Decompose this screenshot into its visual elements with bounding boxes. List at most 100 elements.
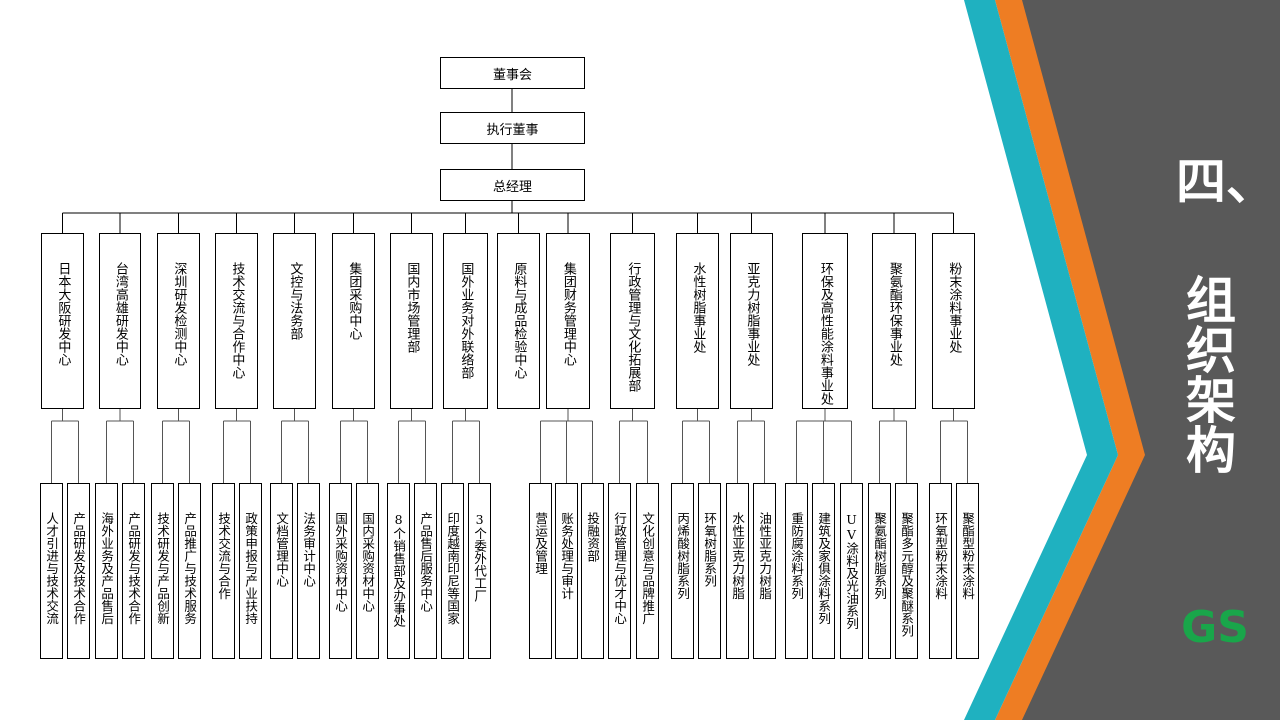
department-node: 深圳研发检测中心 bbox=[157, 233, 200, 409]
department-node: 聚氨酯环保事业处 bbox=[872, 233, 916, 409]
subunit-node: 丙烯酸树脂系列 bbox=[671, 483, 694, 659]
department-node: 水性树脂事业处 bbox=[676, 233, 719, 409]
subunit-node-label: 建筑及家俱涂料系列 bbox=[816, 512, 832, 625]
executive-director-node: 执行董事 bbox=[440, 112, 585, 144]
subunit-node-label: 水性亚克力树脂 bbox=[730, 512, 746, 600]
subunit-node-label: 账务处理与审计 bbox=[559, 512, 575, 600]
subunit-node-label: 重防腐涂料系列 bbox=[789, 512, 805, 600]
subunit-node: 8个销售部及办事处 bbox=[387, 483, 410, 659]
board-node-label: 董事会 bbox=[492, 67, 532, 83]
subunit-node: 技术研发与产品创新 bbox=[151, 483, 174, 659]
subunit-node: 国外采购资材中心 bbox=[329, 483, 352, 659]
subunit-node: 国内采购资材中心 bbox=[356, 483, 379, 659]
department-node-label: 集团采购中心 bbox=[346, 262, 362, 340]
subunit-node-label: 产品推广与技术服务 bbox=[182, 512, 198, 625]
subunit-node: 聚酯型粉末涂料 bbox=[956, 483, 979, 659]
subunit-node: 技术交流与合作 bbox=[212, 483, 235, 659]
department-node: 国外业务对外联络部 bbox=[443, 233, 488, 409]
subunit-node-label: 聚酯多元醇及聚醚系列 bbox=[899, 512, 915, 637]
department-node-label: 原料与成品检验中心 bbox=[511, 262, 527, 379]
subunit-node: 行政管理与优才中心 bbox=[608, 483, 631, 659]
department-node: 文控与法务部 bbox=[273, 233, 316, 409]
department-node-label: 台湾高雄研发中心 bbox=[112, 262, 128, 366]
subunit-node: 营运及管理 bbox=[529, 483, 552, 659]
department-node: 国内市场管理部 bbox=[390, 233, 433, 409]
subunit-node: 账务处理与审计 bbox=[555, 483, 578, 659]
department-node: 环保及高性能涂料事业处 bbox=[802, 233, 848, 409]
executive-director-node-label: 执行董事 bbox=[486, 122, 539, 138]
subunit-node-label: 丙烯酸树脂系列 bbox=[675, 512, 691, 600]
general-manager-node: 总经理 bbox=[440, 169, 585, 201]
subunit-node-label: 聚氨酯树脂系列 bbox=[872, 512, 888, 600]
subunit-node: 海外业务及产品售后 bbox=[95, 483, 118, 659]
subunit-node-label: 环氧型粉末涂料 bbox=[933, 512, 949, 600]
subunit-node: 环氧型粉末涂料 bbox=[929, 483, 952, 659]
department-node: 日本大阪研发中心 bbox=[41, 233, 84, 409]
section-heading: 组织架构 bbox=[1178, 274, 1236, 474]
subunit-node: 聚氨酯树脂系列 bbox=[868, 483, 891, 659]
subunit-node-label: 产品售后服务中心 bbox=[418, 512, 434, 612]
subunit-node-label: 营运及管理 bbox=[533, 512, 549, 575]
subunit-node-label: 聚酯型粉末涂料 bbox=[960, 512, 976, 600]
subunit-node: 产品研发与技术合作 bbox=[122, 483, 145, 659]
subunit-node: 产品推广与技术服务 bbox=[178, 483, 201, 659]
department-node: 粉末涂料事业处 bbox=[932, 233, 975, 409]
subunit-node-label: 3个委外代工厂 bbox=[472, 512, 488, 602]
department-node-label: 国外业务对外联络部 bbox=[458, 262, 474, 379]
subunit-node-label: 人才引进与技术交流 bbox=[44, 512, 60, 625]
subunit-node: 3个委外代工厂 bbox=[468, 483, 491, 659]
subunit-node-label: 国内采购资材中心 bbox=[360, 512, 376, 612]
subunit-node: 产品研发及技术合作 bbox=[67, 483, 90, 659]
department-node: 行政管理与文化拓展部 bbox=[610, 233, 655, 409]
subunit-node: 产品售后服务中心 bbox=[414, 483, 437, 659]
subunit-node: 法务审计中心 bbox=[297, 483, 320, 659]
subunit-node-label: 法务审计中心 bbox=[301, 512, 317, 587]
subunit-node: 聚酯多元醇及聚醚系列 bbox=[895, 483, 918, 659]
subunit-node-label: 技术交流与合作 bbox=[216, 512, 232, 600]
department-node-label: 环保及高性能涂料事业处 bbox=[817, 262, 833, 405]
subunit-node: 重防腐涂料系列 bbox=[785, 483, 808, 659]
subunit-node-label: 投融资部 bbox=[585, 512, 601, 562]
subunit-node-label: 文档管理中心 bbox=[274, 512, 290, 587]
subunit-node-label: 政策申报与产业扶持 bbox=[243, 512, 259, 625]
department-node-label: 水性树脂事业处 bbox=[690, 262, 706, 353]
subunit-node: 人才引进与技术交流 bbox=[40, 483, 63, 659]
department-node-label: 深圳研发检测中心 bbox=[171, 262, 187, 366]
company-logo: GS bbox=[1181, 602, 1249, 653]
department-node: 台湾高雄研发中心 bbox=[99, 233, 141, 409]
department-node-label: 技术交流与合作中心 bbox=[229, 262, 245, 379]
general-manager-node-label: 总经理 bbox=[492, 179, 532, 195]
department-node: 集团采购中心 bbox=[332, 233, 375, 409]
subunit-node: 水性亚克力树脂 bbox=[726, 483, 749, 659]
subunit-node-label: 8个销售部及办事处 bbox=[391, 512, 407, 627]
department-node-label: 聚氨酯环保事业处 bbox=[886, 262, 902, 366]
department-node: 技术交流与合作中心 bbox=[215, 233, 258, 409]
subunit-node: 环氧树脂系列 bbox=[698, 483, 721, 659]
subunit-node-label: 行政管理与优才中心 bbox=[612, 512, 628, 625]
subunit-node: 文档管理中心 bbox=[270, 483, 293, 659]
department-node: 亚克力树脂事业处 bbox=[730, 233, 773, 409]
subunit-node-label: UV涂料及光油系列 bbox=[844, 512, 860, 630]
subunit-node: UV涂料及光油系列 bbox=[840, 483, 863, 659]
department-node-label: 粉末涂料事业处 bbox=[946, 262, 962, 353]
subunit-node: 油性亚克力树脂 bbox=[753, 483, 776, 659]
department-node: 集团财务管理中心 bbox=[546, 233, 590, 409]
subunit-node-label: 国外采购资材中心 bbox=[333, 512, 349, 612]
subunit-node-label: 海外业务及产品售后 bbox=[99, 512, 115, 625]
subunit-node-label: 产品研发及技术合作 bbox=[71, 512, 87, 625]
department-node-label: 行政管理与文化拓展部 bbox=[625, 262, 641, 392]
department-node-label: 文控与法务部 bbox=[287, 262, 303, 340]
subunit-node-label: 环氧树脂系列 bbox=[702, 512, 718, 587]
subunit-node: 投融资部 bbox=[581, 483, 604, 659]
subunit-node: 印度越南印尼等国家 bbox=[441, 483, 464, 659]
department-node-label: 日本大阪研发中心 bbox=[55, 262, 71, 366]
subunit-node-label: 油性亚克力树脂 bbox=[757, 512, 773, 600]
department-node-label: 集团财务管理中心 bbox=[560, 262, 576, 366]
subunit-node: 建筑及家俱涂料系列 bbox=[812, 483, 835, 659]
department-node-label: 国内市场管理部 bbox=[404, 262, 420, 353]
subunit-node-label: 印度越南印尼等国家 bbox=[445, 512, 461, 625]
subunit-node-label: 文化创意与品牌推广 bbox=[640, 512, 656, 625]
subunit-node: 文化创意与品牌推广 bbox=[636, 483, 659, 659]
